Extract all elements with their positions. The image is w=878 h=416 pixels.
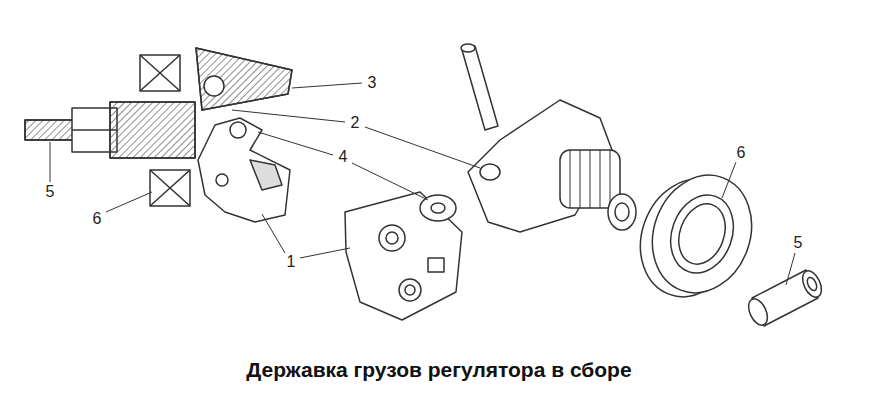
callout-number: 2 <box>349 114 362 132</box>
callout-number: 4 <box>337 148 350 166</box>
callout-number: 5 <box>44 183 57 201</box>
leader-lines <box>50 83 795 285</box>
callout-number: 5 <box>792 234 805 252</box>
callout-number: 6 <box>735 144 748 162</box>
callout-number: 1 <box>285 253 298 271</box>
diagram-caption: Державка грузов регулятора в сборе <box>246 358 631 382</box>
callout-number: 3 <box>366 74 379 92</box>
callout-number: 6 <box>91 210 104 228</box>
